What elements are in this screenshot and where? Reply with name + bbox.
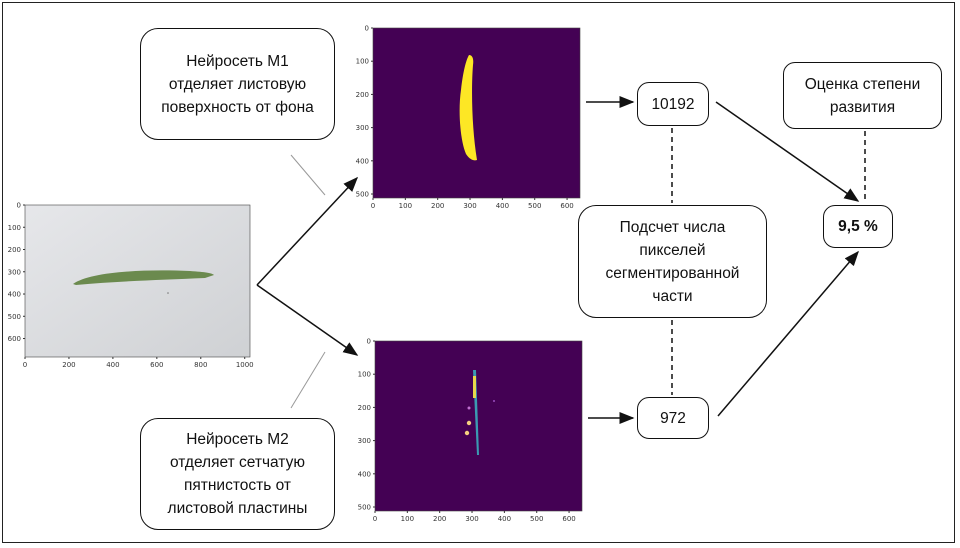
y-tick-label: 300 [356, 124, 369, 132]
y-tick-label: 300 [8, 268, 21, 276]
arrow-to-m1 [256, 176, 359, 286]
x-tick-label: 300 [463, 202, 476, 210]
x-tick-label: 300 [465, 515, 478, 523]
x-tick-label: 800 [194, 361, 207, 369]
x-tick-label: 400 [106, 361, 119, 369]
x-tick-label: 200 [62, 361, 75, 369]
x-tick-label: 0 [371, 202, 375, 210]
m2-description-bubble: Нейросеть М2 отделяет сетчатую пятнистос… [140, 418, 335, 530]
leaf-image [73, 270, 214, 285]
y-tick-label: 100 [358, 371, 371, 379]
arrow-count2-result [717, 250, 859, 417]
x-tick-label: 200 [431, 202, 444, 210]
x-tick-label: 400 [498, 515, 511, 523]
assessment-box: Оценка степени развития [783, 62, 942, 129]
y-tick-label: 400 [356, 157, 369, 165]
spot-mask-plot: 0 100 200 300 400 500 600 0 100 200 300 400 500 [358, 338, 583, 523]
y-tick-label: 100 [8, 224, 21, 232]
x-tick-label: 100 [401, 515, 414, 523]
y-tick-label: 200 [358, 404, 371, 412]
callout-pointer-m2 [290, 351, 326, 409]
callout-pointer-m1 [290, 154, 326, 196]
x-tick-label: 200 [433, 515, 446, 523]
y-tick-label: 0 [17, 202, 21, 210]
y-tick-label: 0 [365, 25, 369, 33]
leaf-mask-shape [459, 55, 477, 161]
y-tick-label: 200 [356, 91, 369, 99]
original-leaf-plot: 0 200 400 600 800 1000 0 100 200 300 400 500 600 [8, 202, 254, 370]
leaf-mask-plot: 0 100 200 300 400 500 600 0 100 200 300 400 500 [356, 25, 581, 210]
x-tick-label: 600 [560, 202, 573, 210]
y-tick-label: 500 [358, 504, 371, 512]
y-tick-label: 0 [367, 338, 371, 346]
y-tick-label: 500 [8, 313, 21, 321]
m1-pixel-count: 10192 [637, 82, 709, 126]
pixel-counting-box: Подсчет числа пикселей сегментированной … [578, 205, 767, 318]
m2-pixel-count: 972 [637, 397, 709, 439]
y-tick-label: 500 [356, 191, 369, 199]
x-tick-label: 1000 [236, 361, 254, 369]
x-tick-label: 500 [530, 515, 543, 523]
y-tick-label: 200 [8, 246, 21, 254]
x-tick-label: 600 [150, 361, 163, 369]
m1-description-bubble: Нейросеть М1 отделяет листовую поверхнос… [140, 28, 335, 140]
x-tick-label: 0 [373, 515, 377, 523]
x-tick-label: 500 [528, 202, 541, 210]
x-tick-label: 400 [496, 202, 509, 210]
y-tick-label: 100 [356, 58, 369, 66]
arrow-count1-result [715, 101, 860, 202]
y-tick-label: 400 [8, 291, 21, 299]
y-tick-label: 300 [358, 437, 371, 445]
y-tick-label: 400 [358, 470, 371, 478]
result-percentage: 9,5 % [823, 205, 893, 248]
x-tick-label: 600 [562, 515, 575, 523]
arrow-to-m2 [256, 284, 359, 356]
x-tick-label: 100 [399, 202, 412, 210]
x-tick-label: 0 [23, 361, 27, 369]
y-tick-label: 600 [8, 335, 21, 343]
